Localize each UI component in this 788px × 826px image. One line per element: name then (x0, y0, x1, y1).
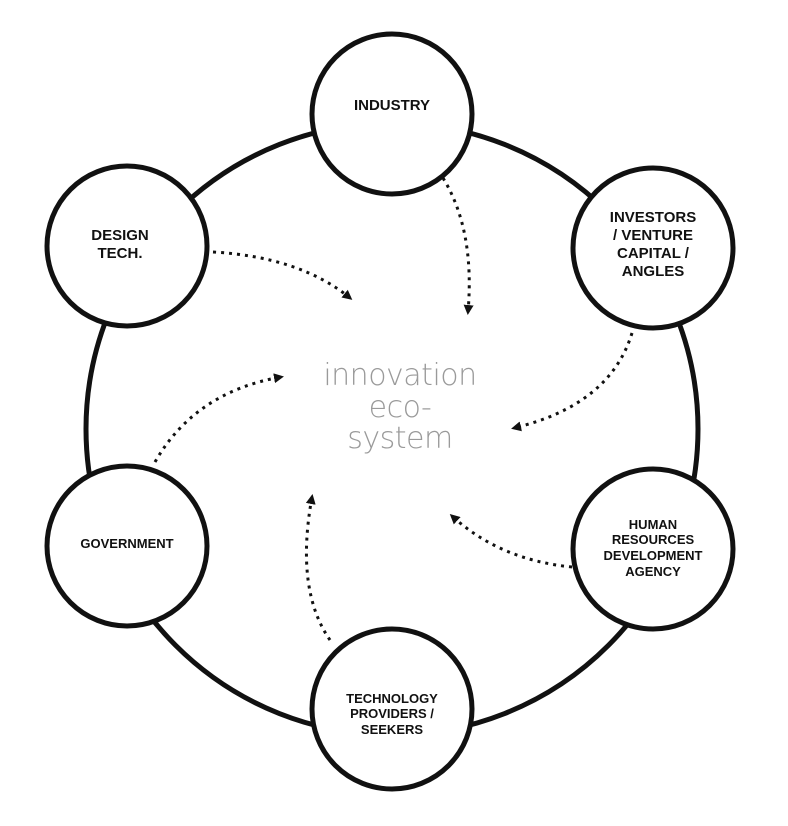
arrow-industry-to-center (441, 177, 474, 315)
node-circle-human-resources (570, 466, 736, 632)
arrow-design-to-center (212, 250, 353, 300)
arrow-technology-to-center (304, 494, 332, 641)
center-title-line-3: system (347, 421, 453, 456)
node-label-human-resources: HUMAN RESOURCES DEVELOPMENT AGENCY (603, 516, 703, 579)
node-circle-government (44, 463, 210, 629)
center-title-line-2: eco- (368, 389, 432, 425)
node-label-government: GOVERNMENT (80, 536, 174, 552)
arrow-investors-to-center (511, 332, 634, 432)
node-circle-industry (309, 31, 475, 197)
node-label-investors: INVESTORS / VENTURE CAPITAL / ANGLES (609, 209, 697, 280)
node-label-industry: INDUSTRY (353, 97, 431, 114)
node-circle-investors (570, 165, 736, 331)
node-circle-design (44, 163, 210, 329)
arrow-government-to-center (153, 373, 284, 463)
node-label-design: DESIGN TECH. (91, 227, 149, 262)
center-title-line-1: innovation (323, 358, 477, 393)
node-circle-technology (309, 626, 475, 792)
node-label-technology: TECHNOLOGY PROVIDERS / SEEKERS (346, 690, 438, 737)
arrow-human-resources-to-center (449, 513, 573, 569)
center-title: innovation eco- system (300, 360, 500, 455)
